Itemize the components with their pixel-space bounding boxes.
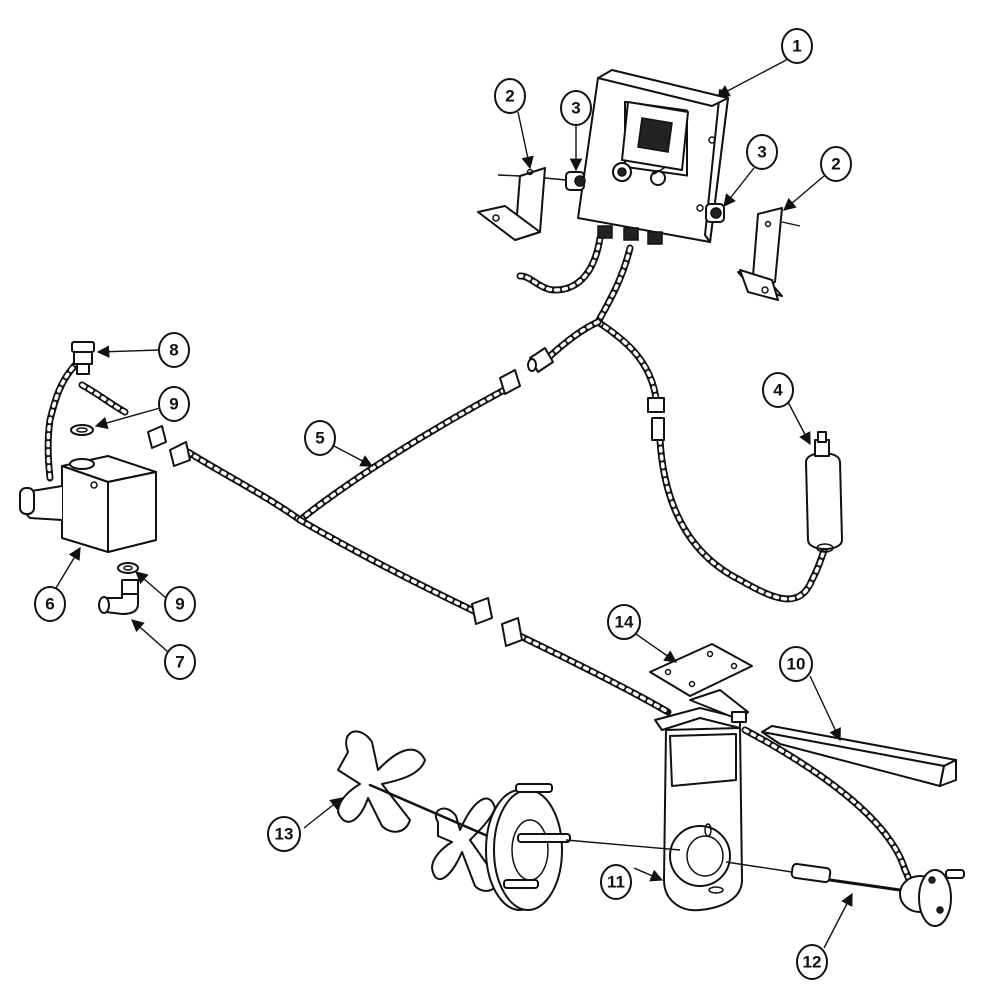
callout-label: 9 bbox=[175, 595, 184, 614]
callout-label: 5 bbox=[315, 429, 324, 448]
callout: 6 bbox=[34, 586, 66, 622]
harness-connectors bbox=[147, 347, 665, 647]
sprocket-assembly bbox=[337, 730, 681, 911]
callout: 5 bbox=[304, 420, 336, 456]
callout: 7 bbox=[164, 644, 196, 680]
washer-top bbox=[70, 424, 94, 436]
callout-label: 13 bbox=[275, 825, 294, 844]
callout-label: 1 bbox=[792, 37, 801, 56]
mounting-plate bbox=[649, 643, 753, 697]
callout-label: 6 bbox=[45, 595, 54, 614]
callout: 14 bbox=[607, 604, 641, 640]
washer-bottom bbox=[117, 562, 139, 574]
fitting-top bbox=[71, 341, 95, 375]
callout-label: 2 bbox=[505, 87, 514, 106]
callout-label: 10 bbox=[787, 655, 806, 674]
spacer-right bbox=[705, 203, 725, 223]
leader-bracket-sensor bbox=[725, 861, 793, 873]
spacer-left bbox=[544, 171, 586, 191]
callout-label: 12 bbox=[803, 953, 822, 972]
valve-block bbox=[19, 455, 157, 553]
callout-label: 9 bbox=[169, 395, 178, 414]
callout: 9 bbox=[164, 586, 196, 622]
callout: 8 bbox=[158, 332, 190, 368]
callout: 10 bbox=[779, 646, 813, 682]
callout-label: 3 bbox=[757, 143, 766, 162]
deflector-shield bbox=[761, 725, 957, 787]
callout-label: 14 bbox=[615, 613, 634, 632]
callout-label: 4 bbox=[773, 381, 783, 400]
sensor-cylinder bbox=[805, 431, 843, 553]
elbow-fitting bbox=[98, 579, 139, 615]
callout-label: 2 bbox=[831, 155, 840, 174]
speed-sensor bbox=[790, 862, 965, 927]
callout: 3 bbox=[746, 134, 778, 170]
callout: 3 bbox=[560, 90, 592, 126]
callout: 9 bbox=[158, 386, 190, 422]
callout: 2 bbox=[494, 78, 526, 114]
callout-label: 11 bbox=[607, 873, 625, 892]
callout-label: 8 bbox=[169, 341, 178, 360]
callout-leaders bbox=[55, 57, 853, 949]
callouts: 1 2 3 3 2 8 9 5 bbox=[34, 28, 852, 980]
callout: 12 bbox=[796, 944, 828, 980]
callout: 2 bbox=[820, 146, 852, 182]
control-box bbox=[577, 69, 729, 245]
drive-bracket bbox=[654, 689, 749, 912]
callout: 11 bbox=[600, 864, 632, 900]
callout: 1 bbox=[781, 28, 813, 64]
callout: 4 bbox=[762, 372, 794, 408]
callout-label: 3 bbox=[571, 99, 580, 118]
callout: 13 bbox=[267, 816, 301, 852]
mounting-bracket-left bbox=[477, 167, 546, 241]
mounting-bracket-right bbox=[737, 207, 801, 301]
callout-label: 7 bbox=[175, 653, 184, 672]
